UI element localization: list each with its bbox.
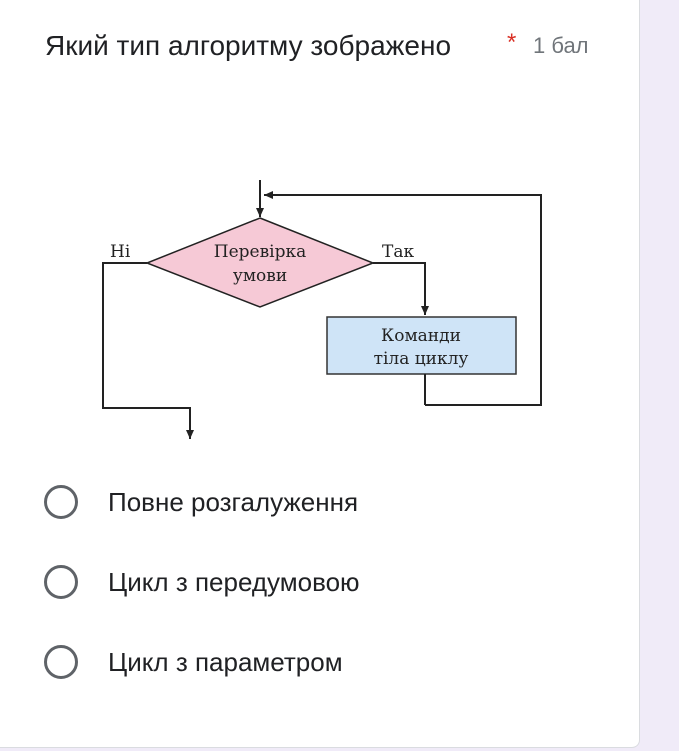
radio-button[interactable] xyxy=(44,485,78,519)
loop-back-arrow xyxy=(264,191,542,406)
question-card: Який тип алгоритму зображено * 1 бал Пер… xyxy=(0,0,640,748)
radio-button[interactable] xyxy=(44,565,78,599)
option-label: Цикл з передумовою xyxy=(108,566,360,597)
decision-text-line1: Перевірка xyxy=(214,242,306,262)
process-text-line1: Команди xyxy=(381,326,461,346)
option-precondition-loop[interactable]: Цикл з передумовою xyxy=(44,560,604,604)
no-label: Ні xyxy=(110,242,131,262)
process-box xyxy=(326,316,517,375)
question-title: Який тип алгоритму зображено xyxy=(45,30,452,61)
decision-text-line2: умови xyxy=(233,266,287,286)
flowchart-image: Перевірка умови Так Команди тіла циклу Н… xyxy=(102,180,542,439)
option-full-branching[interactable]: Повне розгалуження xyxy=(44,480,604,524)
yes-label: Так xyxy=(382,242,414,262)
no-branch-arrow xyxy=(102,262,194,439)
yes-branch-arrow xyxy=(373,262,429,315)
option-label: Повне розгалуження xyxy=(108,486,359,517)
option-label: Цикл з параметром xyxy=(108,646,343,677)
option-parameter-loop[interactable]: Цикл з параметром xyxy=(44,640,604,684)
process-text-line2: тіла циклу xyxy=(374,349,469,369)
radio-button[interactable] xyxy=(44,645,78,679)
decision-diamond xyxy=(144,217,376,308)
required-asterisk: * xyxy=(507,29,517,56)
background-strip xyxy=(641,0,679,751)
points-label: 1 бал xyxy=(533,33,589,58)
